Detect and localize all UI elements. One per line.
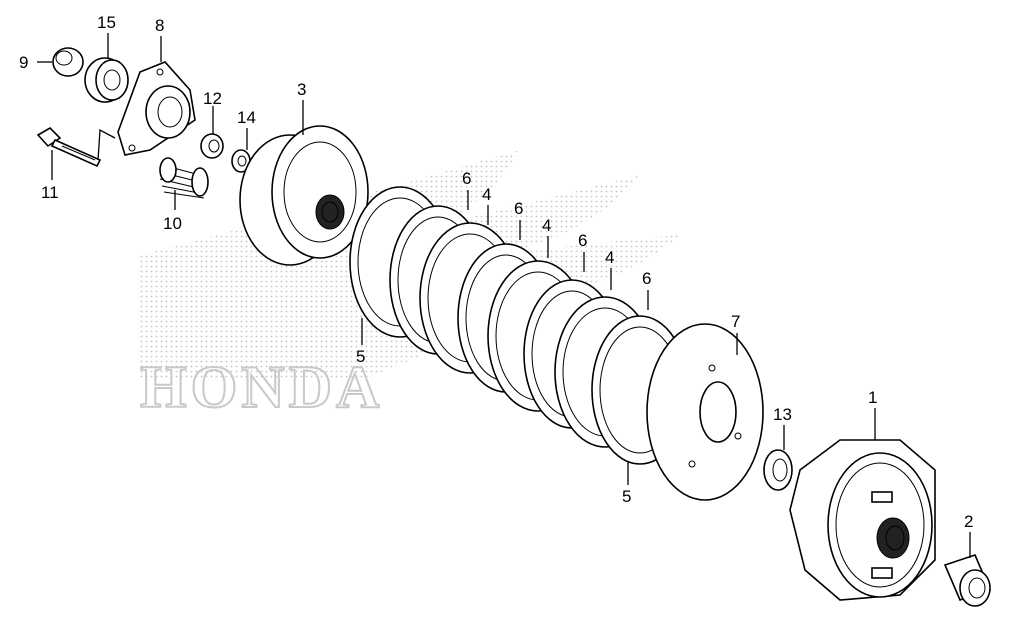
part-thrust-washer: [763, 449, 793, 491]
part-clutch-spring: [159, 157, 209, 199]
callout-15: 15: [97, 13, 116, 32]
part-collar: [200, 133, 224, 159]
callout-5: 5: [356, 347, 365, 366]
part-seat-plate: [646, 323, 764, 501]
callout-6: 6: [578, 231, 587, 250]
callout-13: 13: [773, 405, 792, 424]
callout-4: 4: [542, 216, 551, 235]
callout-8: 8: [155, 16, 164, 35]
callout-labels: 1 2 3 4 4 4 5 5 6 6 6 6 7 8 9 10 11 12 1…: [19, 13, 973, 531]
part-lifter-plate: [117, 61, 196, 156]
callout-1: 1: [868, 388, 877, 407]
callout-3: 3: [297, 80, 306, 99]
callout-4: 4: [605, 248, 614, 267]
callout-10: 10: [163, 214, 182, 233]
callout-11: 11: [41, 183, 59, 202]
leader-lines: [37, 33, 971, 558]
callout-6: 6: [642, 269, 651, 288]
part-bushing: [943, 554, 992, 607]
part-clutch-center: [239, 125, 369, 266]
callout-5: 5: [622, 487, 631, 506]
part-clutch-outer: [789, 439, 936, 601]
part-flange-bolt: [36, 126, 102, 168]
part-cap: [52, 47, 84, 77]
callout-9: 9: [19, 53, 28, 72]
callout-7: 7: [731, 312, 740, 331]
clutch-plate-stack: [349, 186, 689, 465]
part-bearing: [84, 57, 129, 103]
callout-6: 6: [514, 199, 523, 218]
callout-2: 2: [964, 512, 973, 531]
callout-6: 6: [462, 169, 471, 188]
callout-4: 4: [482, 185, 491, 204]
honda-watermark-text: HONDA: [140, 354, 383, 420]
callout-14: 14: [237, 108, 256, 127]
callout-12: 12: [203, 89, 222, 108]
